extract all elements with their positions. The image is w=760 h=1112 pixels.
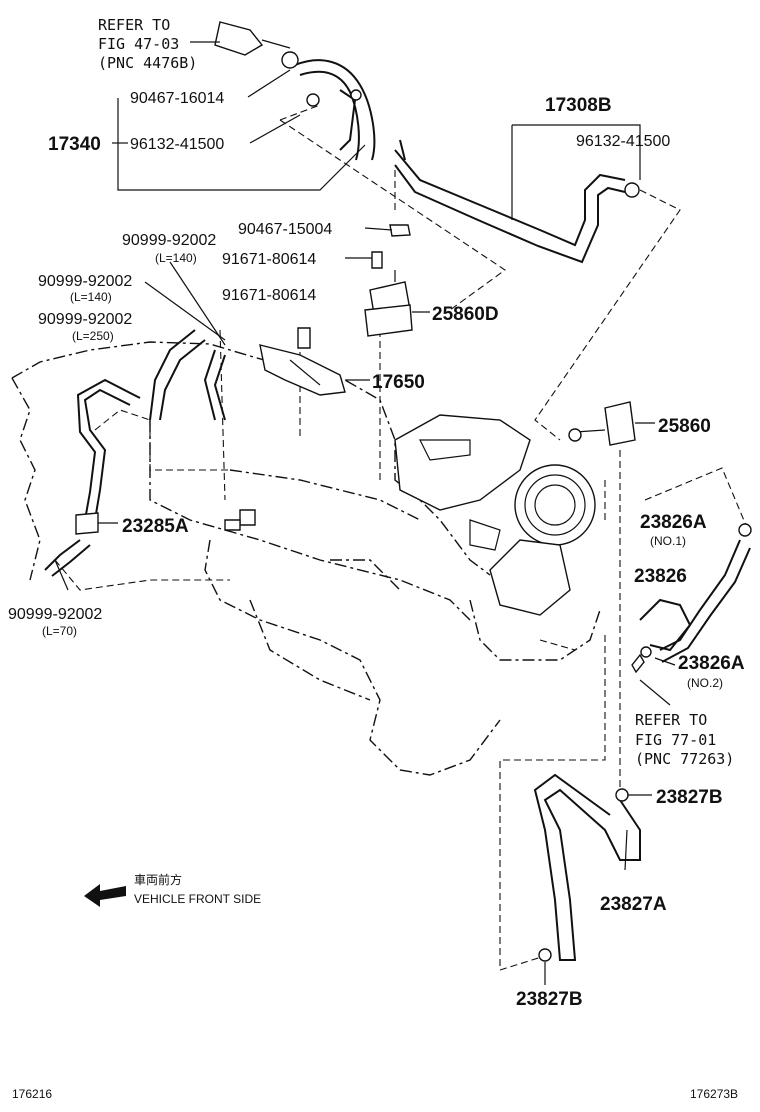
label-23826A-no1-sub: (NO.1) — [650, 534, 686, 548]
label-96132-41500-left: 96132-41500 — [130, 136, 224, 153]
label-17650: 17650 — [372, 372, 425, 393]
label-90999-92002-d: 90999-92002 — [8, 606, 102, 623]
refer-right-line1: REFER TO — [635, 711, 707, 729]
label-23826A-no2: 23826A — [678, 653, 745, 674]
label-23827B-bottom: 23827B — [516, 989, 583, 1010]
label-90999-92002-c-length: (L=250) — [72, 329, 114, 343]
label-90467-16014: 90467-16014 — [130, 90, 224, 107]
footer-right-code: 176273B — [690, 1087, 738, 1101]
label-23827A: 23827A — [600, 894, 667, 915]
label-90999-92002-b: 90999-92002 — [38, 273, 132, 290]
engine-outline — [11, 341, 601, 776]
leader-lines — [54, 69, 676, 985]
label-25860: 25860 — [658, 416, 711, 437]
refer-top-line1: REFER TO — [98, 16, 170, 34]
label-23826A-no2-sub: (NO.2) — [687, 676, 723, 690]
refer-right-line3: (PNC 77263) — [635, 750, 734, 768]
components — [75, 21, 752, 962]
refer-top-line2: FIG 47-03 — [98, 35, 179, 53]
direction-jp: 車両前方 — [134, 872, 182, 887]
label-90467-15004: 90467-15004 — [238, 221, 332, 238]
refer-right-line2: FIG 77-01 — [635, 731, 716, 749]
label-91671-80614-a: 91671-80614 — [222, 251, 316, 268]
label-91671-80614-b: 91671-80614 — [222, 287, 316, 304]
label-90999-92002-a-length: (L=140) — [155, 251, 197, 265]
label-23826: 23826 — [634, 566, 687, 587]
label-17308B: 17308B — [545, 95, 612, 116]
hoses — [44, 59, 751, 961]
direction-en: VEHICLE FRONT SIDE — [134, 892, 261, 906]
throttle-body — [394, 414, 596, 616]
label-23285A: 23285A — [122, 516, 189, 537]
label-96132-41500-right: 96132-41500 — [576, 133, 670, 150]
labels: REFER TO FIG 47-03 (PNC 4476B) 90467-160… — [8, 16, 745, 1101]
label-23827B-top: 23827B — [656, 787, 723, 808]
label-90999-92002-d-length: (L=70) — [42, 624, 77, 638]
label-17340: 17340 — [48, 134, 101, 155]
label-90999-92002-a: 90999-92002 — [122, 232, 216, 249]
label-25860D: 25860D — [432, 304, 499, 325]
label-90999-92002-b-length: (L=140) — [70, 290, 112, 304]
footer-left-code: 176216 — [12, 1087, 52, 1101]
label-23826A-no1: 23826A — [640, 512, 707, 533]
label-90999-92002-c: 90999-92002 — [38, 311, 132, 328]
vehicle-front-arrow-icon — [84, 884, 126, 907]
refer-top-line3: (PNC 4476B) — [98, 54, 197, 72]
